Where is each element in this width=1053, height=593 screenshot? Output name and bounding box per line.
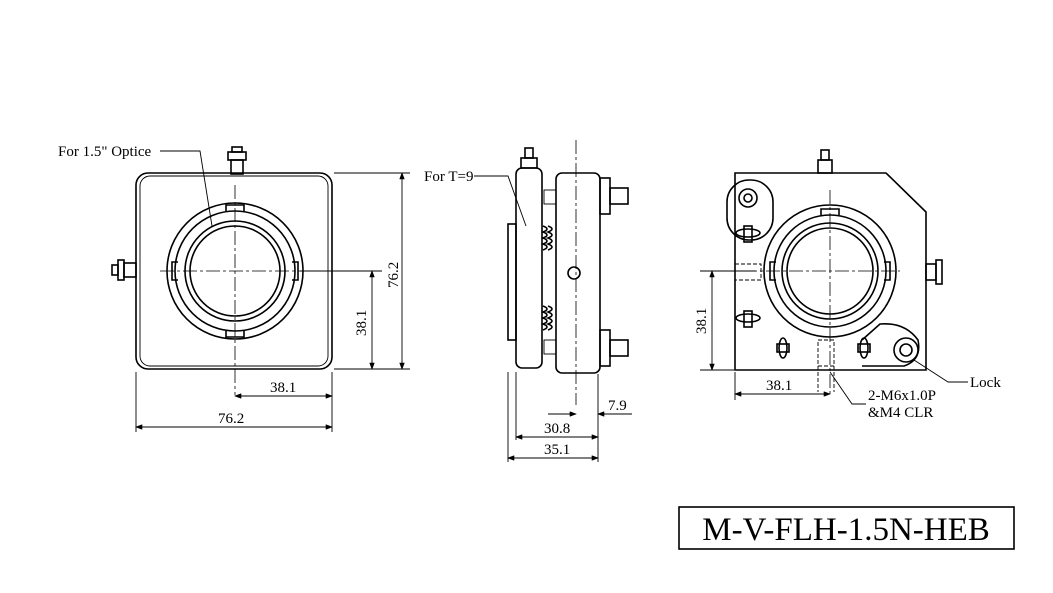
side-dim-offset: 7.9	[608, 398, 627, 414]
front-dim-center-x: 38.1	[270, 380, 296, 396]
front-dim-height: 76.2	[386, 262, 402, 288]
front-dim-width: 76.2	[218, 411, 244, 427]
back-view: 38.1 38.1 Lock 2-M6x1.0P &M4 CLR	[694, 149, 1001, 421]
front-dim-center-y: 38.1	[354, 310, 370, 336]
back-dim-center-x: 38.1	[766, 378, 792, 394]
hole-label-1: 2-M6x1.0P	[868, 388, 936, 404]
front-optic-callout: For 1.5" Optice	[58, 144, 152, 160]
lock-label: Lock	[970, 375, 1001, 391]
side-view: For T=9 7.9 30.8 35.1	[424, 140, 632, 462]
hole-label-2: &M4 CLR	[868, 405, 933, 421]
front-view: For 1.5" Optice 38.1 76.2 38.1 76.2	[58, 144, 410, 432]
side-dim-depth-b: 35.1	[544, 442, 570, 458]
back-dim-center-y: 38.1	[694, 308, 710, 334]
side-dim-depth-a: 30.8	[544, 421, 570, 437]
model-label-box: M-V-FLH-1.5N-HEB	[678, 506, 1015, 550]
model-label: M-V-FLH-1.5N-HEB	[702, 512, 990, 548]
side-thickness-callout: For T=9	[424, 169, 473, 185]
